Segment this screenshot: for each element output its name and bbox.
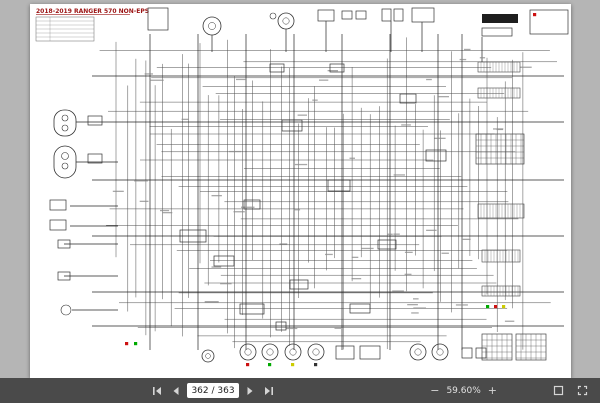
fit-page-icon [553, 385, 564, 396]
pdf-page: 2018-2019 RANGER 570 NON-EPS [30, 4, 571, 378]
page-navigation [150, 382, 276, 400]
wire-harness [64, 21, 564, 350]
component-symbols [49, 7, 569, 367]
view-options [551, 382, 590, 400]
next-page-button[interactable] [243, 382, 257, 400]
wiring-diagram: 2018-2019 RANGER 570 NON-EPS [35, 7, 569, 367]
pdf-toolbar: − 59.60% + [0, 378, 600, 403]
legend-table [35, 16, 95, 42]
page-number-input[interactable] [187, 383, 239, 398]
next-page-icon [247, 386, 253, 395]
first-page-button[interactable] [150, 382, 165, 400]
previous-page-button[interactable] [169, 382, 183, 400]
last-page-button[interactable] [261, 382, 276, 400]
first-page-icon [153, 386, 161, 395]
previous-page-icon [173, 386, 179, 395]
zoom-out-button[interactable]: − [428, 382, 441, 400]
zoom-in-button[interactable]: + [486, 382, 499, 400]
document-area[interactable]: 2018-2019 RANGER 570 NON-EPS [0, 0, 600, 378]
last-page-icon [265, 386, 273, 395]
diagram-title: 2018-2019 RANGER 570 NON-EPS [36, 8, 149, 15]
fullscreen-icon [577, 385, 588, 396]
zoom-level[interactable]: 59.60% [446, 385, 481, 396]
fit-page-button[interactable] [551, 382, 566, 400]
zoom-controls: − 59.60% + [428, 382, 499, 400]
fullscreen-button[interactable] [575, 382, 590, 400]
